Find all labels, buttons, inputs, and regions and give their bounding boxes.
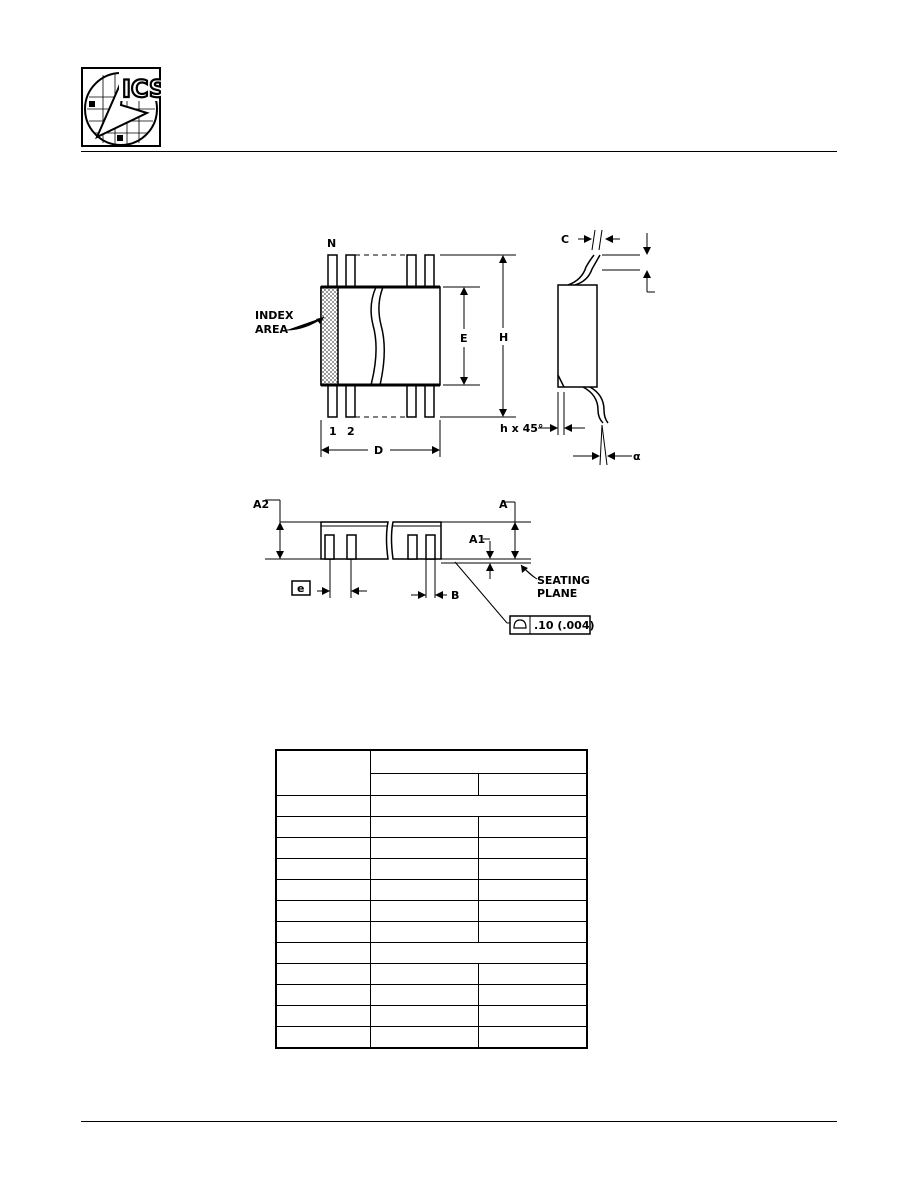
table-cell: [370, 772, 479, 797]
tolerance-label: .10 (.004): [534, 619, 595, 632]
seating-plane-label-line1: SEATING: [537, 574, 590, 587]
table-cell: [275, 795, 371, 817]
table-cell: [370, 942, 588, 964]
table-cell: [478, 963, 588, 985]
table-cell: [275, 921, 371, 943]
table-row: [275, 1005, 588, 1027]
table-cell: [275, 749, 371, 796]
pin-n-label: N: [327, 237, 336, 250]
table-cell: [478, 921, 588, 943]
table-cell: [275, 837, 371, 859]
table-cell: [275, 984, 371, 1006]
table-cell: [478, 879, 588, 901]
flatness-symbol-icon: [513, 619, 527, 629]
table-cell: [370, 795, 588, 817]
table-cell: [478, 900, 588, 922]
table-cell: [370, 984, 479, 1006]
table-row: [275, 837, 588, 859]
table-cell: [370, 879, 479, 901]
header-rule: [81, 151, 837, 152]
ics-logo-icon: ICS: [81, 67, 161, 147]
table-row: [275, 942, 588, 964]
table-cell: [478, 837, 588, 859]
table-cell: [275, 879, 371, 901]
table-row: [275, 858, 588, 880]
dim-a1-label: A1: [469, 533, 485, 546]
table-row: [275, 963, 588, 985]
table-cell: [370, 858, 479, 880]
pin-2-label: 2: [347, 425, 355, 438]
table-cell: [478, 984, 588, 1006]
seating-plane-label-line2: PLANE: [537, 587, 577, 600]
dim-h-label: H: [499, 331, 508, 344]
table-cell: [275, 1005, 371, 1027]
table-cell: [478, 816, 588, 838]
table-cell: [478, 1026, 588, 1049]
table-cell: [370, 963, 479, 985]
dim-a-label: A: [499, 498, 508, 511]
table-cell: [370, 837, 479, 859]
table-row: [275, 1026, 588, 1049]
alpha-label: α: [633, 450, 641, 463]
table-row: [275, 900, 588, 922]
table-cell: [275, 900, 371, 922]
chamfer-label: h x 45°: [500, 422, 543, 435]
index-area-label-line1: INDEX: [255, 309, 294, 322]
table-cell: [275, 858, 371, 880]
table-header-row: [275, 749, 588, 796]
table-cell: [275, 963, 371, 985]
table-row: [275, 795, 588, 817]
table-cell: [275, 942, 371, 964]
index-area-label-line2: AREA: [255, 323, 288, 336]
package-top-view-drawing: N INDEX AREA E H 1 2 D: [255, 229, 660, 466]
table-cell: [370, 1005, 479, 1027]
table-cell: [275, 1026, 371, 1049]
dim-c-label: C: [561, 233, 569, 246]
table-row: [275, 816, 588, 838]
table-row: [275, 879, 588, 901]
table-cell: [275, 816, 371, 838]
dimension-table: [275, 749, 588, 1049]
table-row: [275, 984, 588, 1006]
table-header-row: [276, 772, 588, 797]
table-cell: [370, 900, 479, 922]
table-cell: [370, 1026, 479, 1049]
table-cell: [478, 858, 588, 880]
footer-rule: [81, 1121, 837, 1122]
dim-l-label: L: [659, 285, 660, 298]
dim-e-pitch-label: e: [297, 582, 304, 595]
table-cell: [370, 816, 479, 838]
dim-e-label: E: [460, 332, 468, 345]
table-row: [275, 921, 588, 943]
table-cell: [370, 749, 588, 774]
dim-b-label: B: [451, 589, 459, 602]
package-side-view-drawing: A2 A A1 e B SEATING PLANE .10 (.004): [253, 498, 595, 635]
pin-1-label: 1: [329, 425, 337, 438]
dim-d-label: D: [374, 444, 383, 457]
dim-a2-label: A2: [253, 498, 269, 511]
table-cell: [370, 921, 479, 943]
table-cell: [478, 1005, 588, 1027]
logo-text: ICS: [122, 75, 161, 103]
table-cell: [478, 772, 588, 797]
